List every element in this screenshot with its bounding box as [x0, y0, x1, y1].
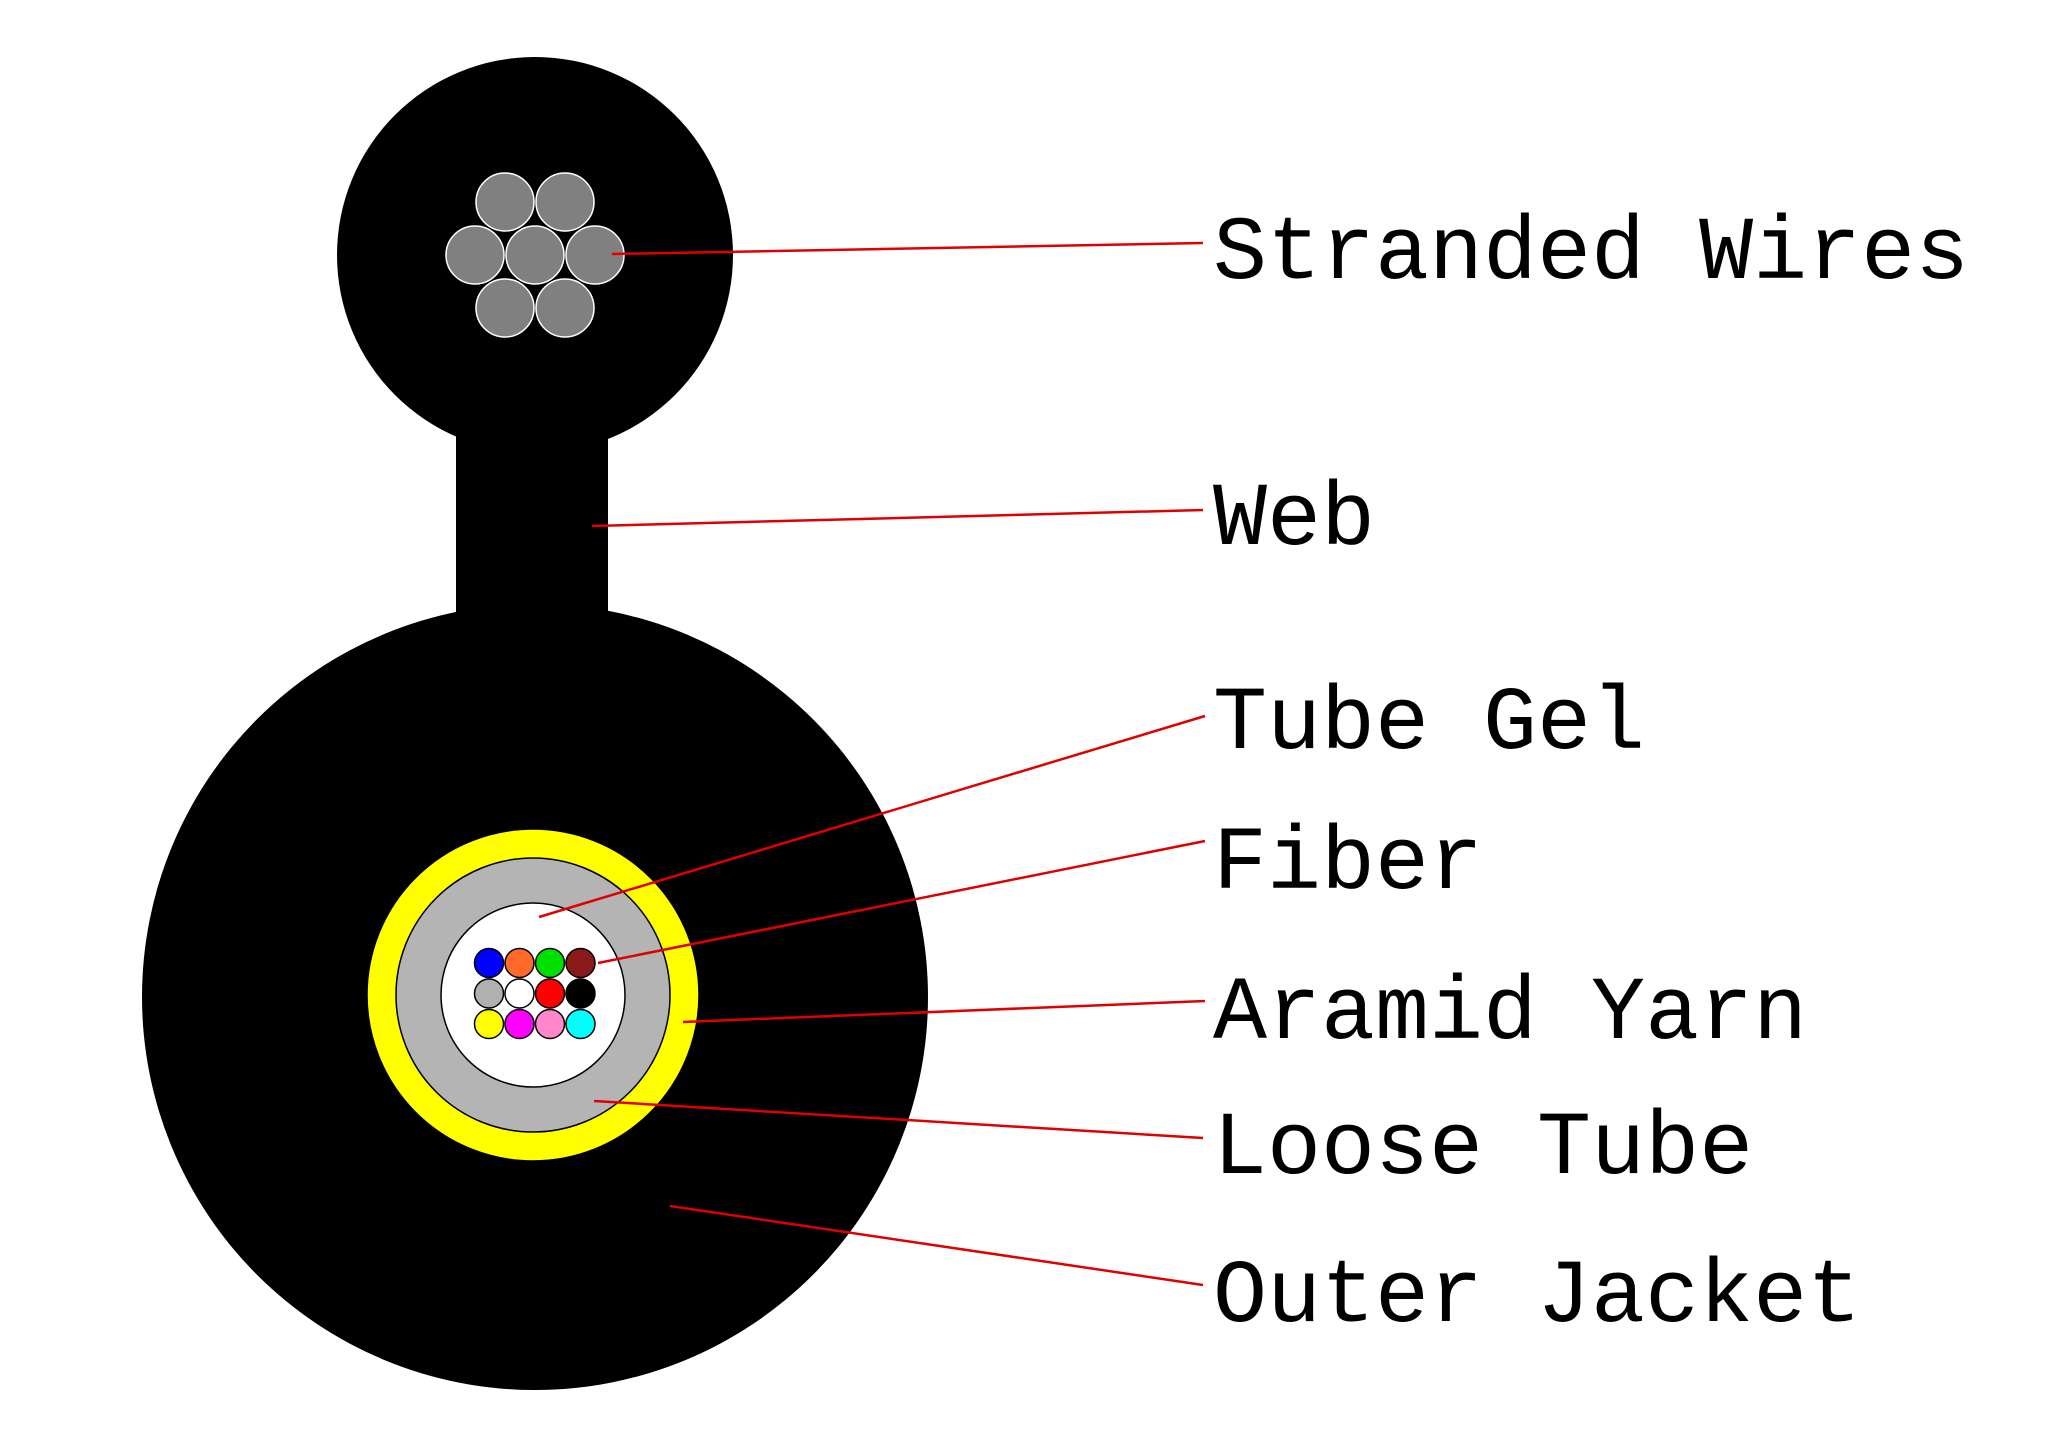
labels: Stranded Wires Web Tube Gel Fiber Aramid…	[1213, 204, 1969, 1349]
fiber	[504, 947, 535, 979]
label-stranded-wires: Stranded Wires	[1213, 204, 1969, 306]
fiber	[473, 947, 505, 979]
fiber-bundle	[473, 947, 596, 1040]
messenger	[337, 57, 733, 453]
leader-fiber	[597, 839, 1206, 965]
label-aramid-yarn: Aramid Yarn	[1213, 964, 1807, 1066]
label-fiber: Fiber	[1213, 814, 1483, 916]
fiber	[504, 1008, 535, 1040]
fiber	[534, 1008, 566, 1040]
leader-stranded-wires	[611, 241, 1204, 256]
leader-lines	[538, 241, 1206, 1287]
label-loose-tube: Loose Tube	[1213, 1099, 1753, 1201]
strand-wire	[535, 278, 595, 338]
fiber	[534, 978, 566, 1009]
stranded-wires	[445, 172, 625, 338]
strand-wire	[475, 172, 535, 232]
main-cable	[142, 604, 928, 1390]
label-web: Web	[1213, 470, 1375, 572]
strand-wire	[475, 278, 535, 338]
leader-loose-tube	[593, 1099, 1204, 1140]
leader-outer-jacket	[669, 1204, 1204, 1287]
web	[456, 400, 608, 630]
fiber	[504, 978, 535, 1009]
strand-wire	[535, 172, 595, 232]
fiber	[565, 947, 596, 979]
leader-aramid-yarn	[682, 999, 1206, 1024]
label-outer-jacket: Outer Jacket	[1213, 1247, 1861, 1349]
fiber	[473, 1008, 505, 1040]
strand-wire	[505, 225, 565, 285]
leader-web	[591, 508, 1204, 528]
strand-wire	[445, 225, 505, 285]
leader-tube-gel	[538, 714, 1206, 919]
fiber	[565, 978, 596, 1009]
label-tube-gel: Tube Gel	[1213, 674, 1645, 776]
fiber	[534, 947, 566, 979]
fiber	[565, 1008, 596, 1040]
fiber	[473, 978, 505, 1009]
